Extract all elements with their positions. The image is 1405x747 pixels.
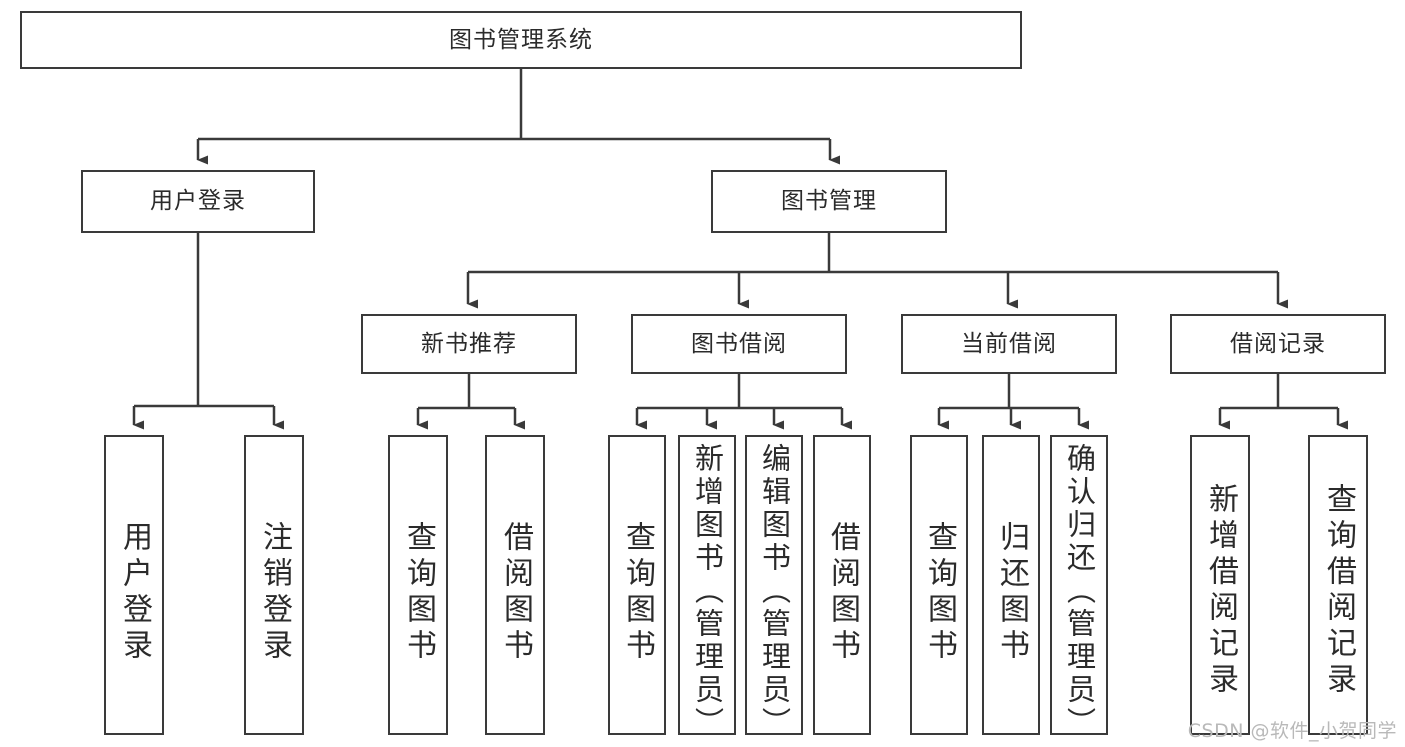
node-current-borrow[interactable]: 当前借阅: [901, 314, 1117, 374]
node-user-login[interactable]: 用户登录: [81, 170, 315, 233]
leaf-logout-label: 注销登录: [257, 521, 292, 665]
node-book-management-label: 图书管理: [781, 188, 877, 214]
leaf-add-borrow-record-label: 新增借阅记录: [1203, 483, 1238, 699]
leaf-add-book-admin-label: 新增图书（管理员）: [690, 443, 725, 740]
leaf-return-book[interactable]: 归还图书: [982, 435, 1040, 735]
leaf-borrow-book-recommend-label: 借阅图书: [498, 521, 533, 665]
node-borrow-record[interactable]: 借阅记录: [1170, 314, 1386, 374]
leaf-edit-book-admin-label: 编辑图书（管理员）: [757, 443, 792, 740]
leaf-query-book-recommend-label: 查询图书: [401, 521, 436, 665]
leaf-borrow-book-label: 借阅图书: [825, 521, 860, 665]
node-new-book-recommend-label: 新书推荐: [421, 330, 517, 357]
leaf-query-book-current[interactable]: 查询图书: [910, 435, 968, 735]
node-book-borrow-label: 图书借阅: [691, 330, 787, 357]
node-root[interactable]: 图书管理系统: [20, 11, 1022, 69]
leaf-user-login-label: 用户登录: [117, 521, 152, 665]
leaf-query-borrow-record-label: 查询借阅记录: [1321, 483, 1356, 699]
node-new-book-recommend[interactable]: 新书推荐: [361, 314, 577, 374]
node-current-borrow-label: 当前借阅: [961, 330, 1057, 357]
leaf-query-book-borrow-label: 查询图书: [620, 521, 655, 665]
leaf-return-book-label: 归还图书: [994, 521, 1029, 665]
leaf-query-book-recommend[interactable]: 查询图书: [388, 435, 448, 735]
leaf-confirm-return-admin[interactable]: 确认归还（管理员）: [1050, 435, 1108, 740]
leaf-add-book-admin[interactable]: 新增图书（管理员）: [678, 435, 736, 740]
leaf-add-borrow-record[interactable]: 新增借阅记录: [1190, 435, 1250, 735]
leaf-borrow-book[interactable]: 借阅图书: [813, 435, 871, 735]
leaf-query-book-borrow[interactable]: 查询图书: [608, 435, 666, 735]
leaf-query-book-current-label: 查询图书: [922, 521, 957, 665]
leaf-borrow-book-recommend[interactable]: 借阅图书: [485, 435, 545, 735]
node-borrow-record-label: 借阅记录: [1230, 330, 1326, 357]
leaf-edit-book-admin[interactable]: 编辑图书（管理员）: [745, 435, 803, 740]
node-book-management[interactable]: 图书管理: [711, 170, 947, 233]
watermark-text: CSDN @软件_小贺同学: [1187, 720, 1397, 742]
node-user-login-label: 用户登录: [150, 188, 246, 214]
leaf-user-login[interactable]: 用户登录: [104, 435, 164, 735]
node-book-borrow[interactable]: 图书借阅: [631, 314, 847, 374]
leaf-confirm-return-admin-label: 确认归还（管理员）: [1062, 443, 1097, 740]
leaf-logout[interactable]: 注销登录: [244, 435, 304, 735]
node-root-label: 图书管理系统: [449, 26, 593, 53]
leaf-query-borrow-record[interactable]: 查询借阅记录: [1308, 435, 1368, 735]
